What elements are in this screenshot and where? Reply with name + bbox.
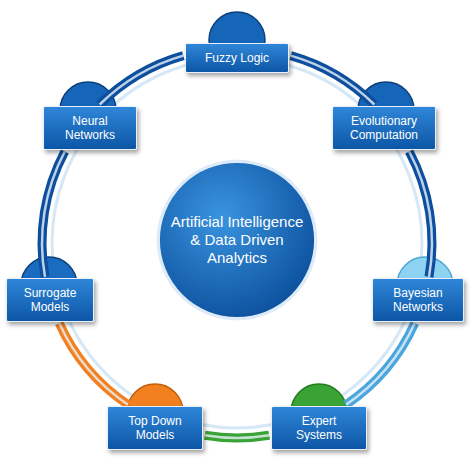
method-box: Expert Systems — [271, 406, 367, 450]
box-label: Evolutionary Computation — [339, 114, 429, 142]
box-label: Bayesian Networks — [379, 286, 457, 314]
text-group: Neural Networks — [50, 114, 130, 142]
ring-band — [42, 152, 65, 277]
ring-highlight — [59, 323, 128, 405]
text-group: Bayesian Networks — [379, 286, 457, 314]
method-box: Bayesian Networks — [372, 278, 464, 322]
hub-label: Artificial Intelligence & Data Driven An… — [155, 213, 319, 267]
ring-band — [59, 323, 128, 405]
ring-connector — [100, 56, 184, 105]
text-group: Surrogate Models — [13, 286, 87, 314]
ring-band — [291, 56, 375, 105]
ring-highlight — [291, 56, 375, 105]
text-group: Top Down Models — [114, 414, 196, 442]
ring-connector — [291, 56, 375, 105]
ring-highlight — [409, 152, 432, 277]
ring-band — [346, 323, 415, 405]
text-group: Fuzzy Logic — [192, 51, 282, 65]
ring-connector — [42, 152, 65, 277]
box-label: Fuzzy Logic — [192, 51, 282, 65]
box-label: Expert Systems — [278, 414, 360, 442]
ring-connector — [59, 323, 128, 405]
method-box: Fuzzy Logic — [185, 43, 289, 73]
ring-band — [100, 56, 184, 105]
text-group: Expert Systems — [278, 414, 360, 442]
method-box: Surrogate Models — [6, 278, 94, 322]
text-group: Evolutionary Computation — [339, 114, 429, 142]
ring-connector — [409, 152, 432, 277]
ring-highlight — [100, 56, 184, 105]
box-label: Surrogate Models — [13, 286, 87, 314]
method-box: Neural Networks — [43, 106, 137, 150]
ring-highlight — [42, 152, 65, 277]
hub-circle: Artificial Intelligence & Data Driven An… — [155, 158, 319, 322]
ring-highlight — [346, 323, 415, 405]
box-label: Neural Networks — [50, 114, 130, 142]
ring-connector — [205, 435, 269, 438]
ring-band — [409, 152, 432, 277]
ring-highlight — [205, 435, 269, 438]
ring-connector — [346, 323, 415, 405]
method-box: Evolutionary Computation — [332, 106, 436, 150]
text-group: Artificial Intelligence & Data Driven An… — [155, 213, 319, 267]
box-label: Top Down Models — [114, 414, 196, 442]
ring-band — [205, 435, 269, 438]
method-box: Top Down Models — [107, 406, 203, 450]
